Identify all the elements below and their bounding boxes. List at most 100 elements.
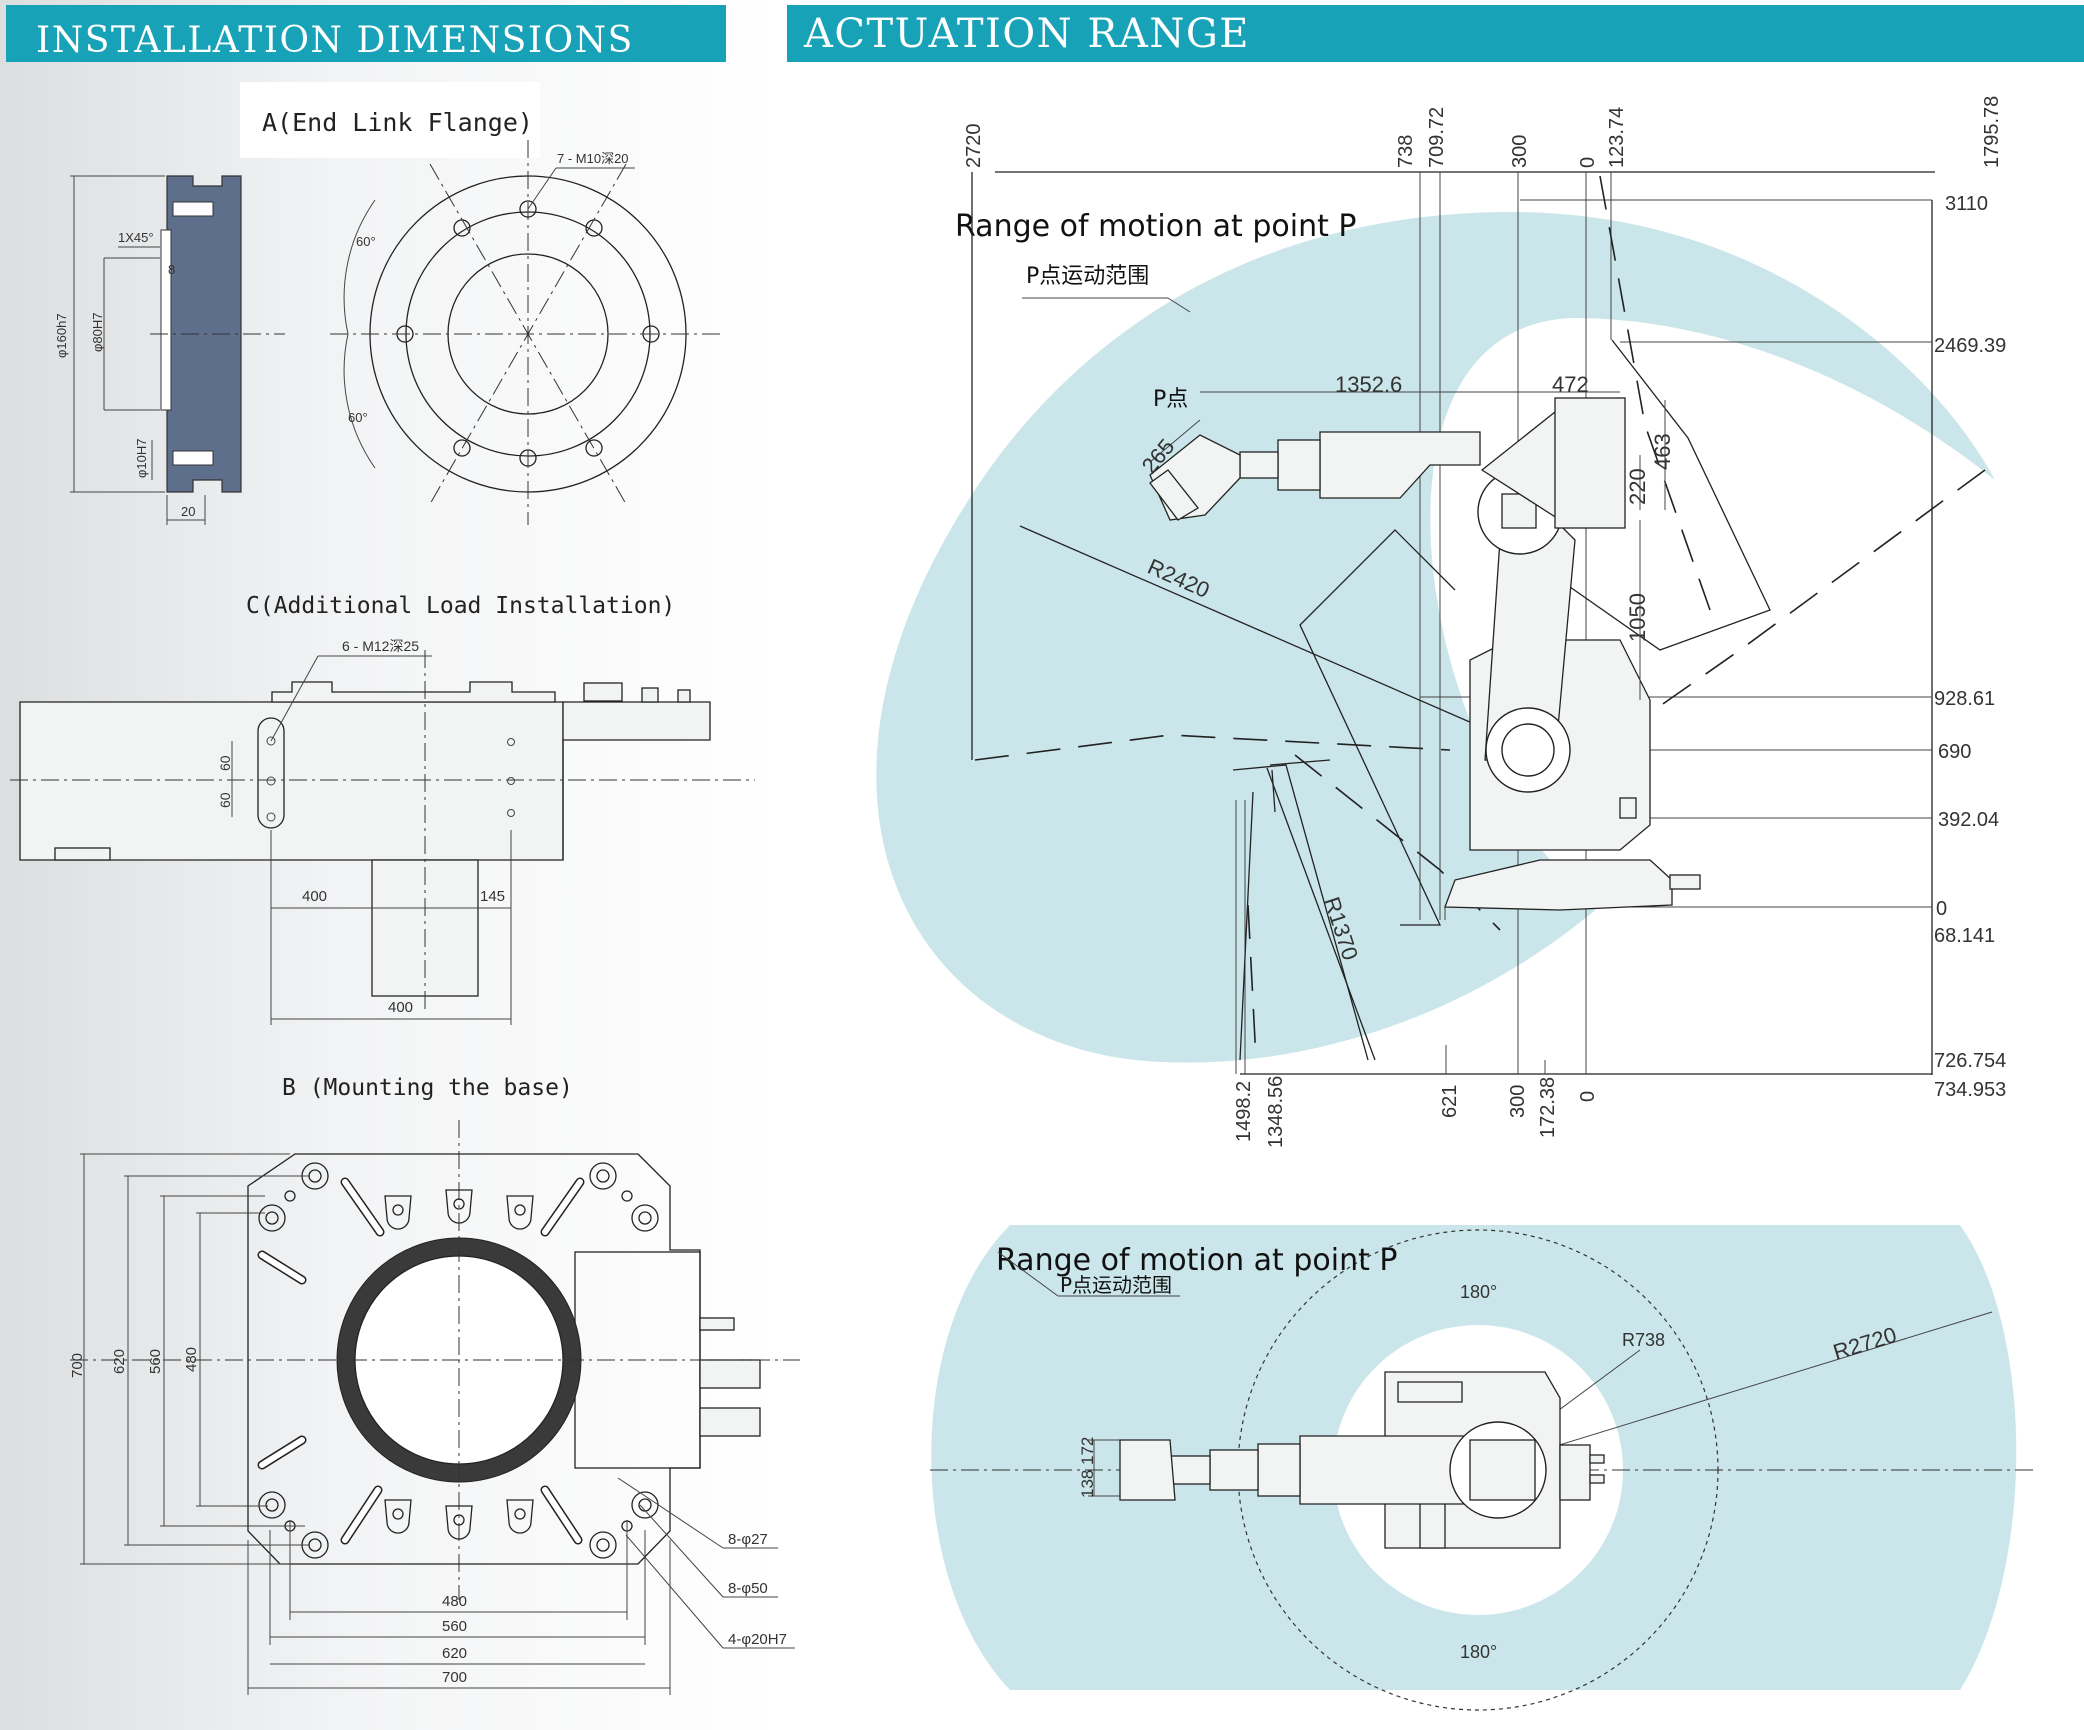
flange-chamfer: 1X45° [118, 230, 154, 245]
top-caption-cn: P点运动范围 [1060, 1273, 1172, 1297]
top-caption-en: Range of motion at point P [996, 1243, 1397, 1278]
top-dim-172: 172 [1078, 1437, 1097, 1465]
base-boss-hole [514, 1508, 526, 1520]
base-connector [699, 1359, 761, 1389]
base-connector [699, 1317, 735, 1331]
load-hole [507, 809, 515, 817]
base-boss-hole [392, 1508, 404, 1520]
base-note-leader [617, 1477, 724, 1549]
header-left-title: INSTALLATION DIMENSIONS [36, 20, 634, 61]
base-boss [506, 1499, 534, 1534]
base-dim-480-h: 480 [442, 1593, 467, 1610]
side-inner-path [1232, 764, 1369, 1061]
base-boss [384, 1499, 412, 1534]
base-boss [506, 1195, 534, 1230]
side-tick-top-709: 709.72 [1426, 107, 1448, 168]
side-tick-bottom-621: 621 [1439, 1085, 1461, 1118]
top-r2720-line [1477, 1311, 1993, 1471]
robot-top-rear [1559, 1444, 1591, 1501]
side-path-outline [1269, 339, 1771, 926]
side-tick-right-68: 68.141 [1934, 925, 1995, 947]
flange-bolt-hole [585, 439, 603, 457]
base-note-27: 8-φ27 [728, 1531, 768, 1548]
robot-top-wrist [1209, 1449, 1259, 1491]
arm-top-features [271, 681, 556, 703]
flange-width: 20 [181, 504, 195, 519]
arm-rear-block [562, 701, 711, 741]
load-holes-leader [270, 655, 319, 742]
load-holes-note: 6 - M12深25 [342, 638, 419, 654]
base-hole-outer [589, 1162, 617, 1190]
robot-joint-2-inner [1501, 723, 1555, 777]
base-note-20h7: 4-φ20H7 [728, 1631, 787, 1648]
side-dim-220: 220 [1625, 468, 1650, 505]
side-top-ticks: 2720 738 709.72 300 0 123.74 1795.78 [963, 96, 2003, 168]
side-dim-265-line [1149, 419, 1201, 463]
side-tick-right-0: 0 [1936, 898, 1947, 920]
side-tick-top-738: 738 [1395, 135, 1417, 168]
base-pin-hole [621, 1190, 633, 1202]
base-note-50: 8-φ50 [728, 1580, 768, 1597]
top-angle-bottom: 180° [1460, 1642, 1497, 1662]
robot-wrist-motor [1554, 397, 1626, 529]
top-angle-top: 180° [1460, 1282, 1497, 1302]
side-dash-right [1639, 469, 1986, 721]
base-note-leader [639, 1504, 724, 1598]
side-caption-leader [1167, 297, 1191, 313]
robot-top-ring [1257, 1443, 1301, 1497]
side-tick-bottom-172: 172.38 [1537, 1077, 1559, 1138]
base-slot-inner [542, 1487, 581, 1543]
load-hole [507, 738, 515, 746]
base-slot-inner [342, 1179, 383, 1235]
side-tick-right-690: 690 [1938, 741, 1971, 763]
side-tick-right-3110: 3110 [1945, 193, 1988, 215]
side-range-drawing: Range of motion at point P P点运动范围 [876, 96, 2006, 1148]
header-installation-dimensions: INSTALLATION DIMENSIONS [6, 5, 726, 62]
flange-outer-diameter: φ160h7 [54, 313, 69, 358]
flange-angle-arc-top [343, 199, 376, 335]
side-tick-top-300: 300 [1509, 135, 1531, 168]
flange-title: A(End Link Flange) [262, 108, 533, 137]
base-dim-560-v: 560 [147, 1349, 164, 1374]
flange-pin-diameter: φ10H7 [134, 438, 149, 478]
top-radius-738: R738 [1622, 1330, 1665, 1350]
base-drawing: B (Mounting the base) 700 620 560 480 [69, 1075, 800, 1695]
robot-top-plug-small [1589, 1474, 1605, 1484]
load-hole [266, 812, 276, 822]
flange-bolt-hole [453, 439, 471, 457]
holes-leader [527, 167, 557, 210]
side-dim-1050: 1050 [1625, 593, 1650, 642]
flange-pin-hole-bottom [172, 450, 214, 466]
load-dim-400-a: 400 [302, 888, 327, 905]
base-pin-hole [284, 1190, 296, 1202]
side-inner-path [1271, 769, 1276, 813]
side-radius-1370-line [1266, 767, 1376, 1061]
side-p-label: P点 [1153, 387, 1188, 412]
base-dim-700-h: 700 [442, 1669, 467, 1686]
load-slot [257, 717, 285, 829]
side-tick-bottom-300: 300 [1507, 1085, 1529, 1118]
base-note-leader [625, 1534, 724, 1649]
side-dim-1352: 1352.6 [1335, 372, 1402, 397]
side-dim-472: 472 [1552, 372, 1589, 397]
base-hole-inner [596, 1538, 610, 1552]
load-dim-145: 145 [480, 888, 505, 905]
side-dim-463: 463 [1650, 433, 1675, 470]
load-dim-60-b: 60 [217, 792, 233, 808]
arm-housing [19, 701, 564, 861]
robot-top-arm [1299, 1435, 1471, 1505]
side-tick-top-2720: 2720 [963, 124, 985, 169]
load-title: C(Additional Load Installation) [246, 593, 675, 619]
base-boss [445, 1505, 473, 1540]
side-inner-path [1239, 791, 1254, 1061]
robot-top-forearm-end [1169, 1455, 1211, 1485]
load-hole [507, 777, 515, 785]
side-tick-right-392: 392.04 [1938, 809, 1999, 831]
robot-forearm-ring [1277, 439, 1321, 491]
robot-base [1444, 859, 1673, 911]
load-dim-400-b: 400 [388, 999, 413, 1016]
side-tick-right-928: 928.61 [1934, 688, 1995, 710]
base-dim-620-v: 620 [111, 1349, 128, 1374]
robot-top-view [1119, 1371, 1605, 1549]
side-tick-right-2469: 2469.39 [1934, 335, 2006, 357]
